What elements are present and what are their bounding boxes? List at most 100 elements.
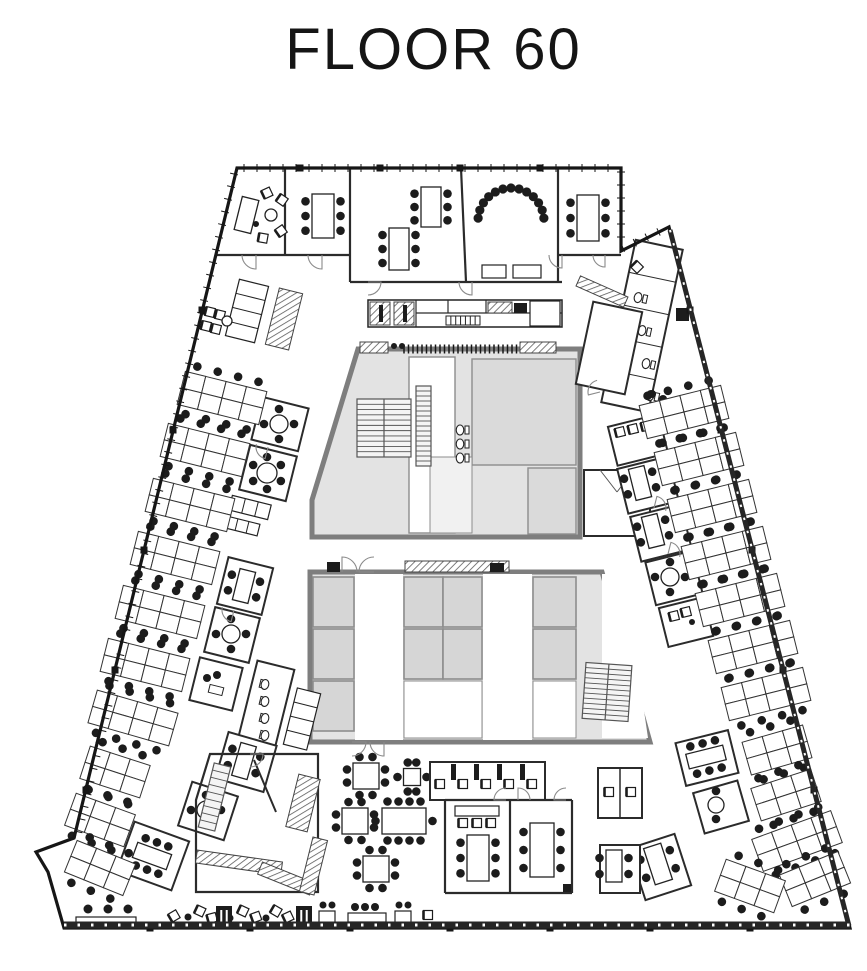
toilet-icon xyxy=(258,678,270,690)
chair-icon xyxy=(280,910,295,924)
door-arc xyxy=(241,254,257,270)
door-arc xyxy=(493,787,507,801)
toilet-icon xyxy=(258,712,270,724)
stool-icon xyxy=(83,904,93,914)
meeting-table xyxy=(223,741,265,781)
cafe-table xyxy=(394,910,412,924)
toilet-icon xyxy=(637,325,653,337)
chair-icon xyxy=(679,605,693,619)
desk-bench xyxy=(129,522,221,594)
credenza xyxy=(512,264,542,279)
cafe-table xyxy=(331,797,379,845)
hatched-counter xyxy=(404,560,510,573)
mech-room xyxy=(527,467,577,535)
desk-bench xyxy=(99,629,191,701)
toilet-icon xyxy=(258,695,270,707)
desk-bench xyxy=(694,564,786,636)
credenza xyxy=(481,264,507,279)
solid-fixture xyxy=(676,308,689,321)
chair-icon xyxy=(667,609,681,623)
stool-icon xyxy=(689,619,695,625)
toilet-icon xyxy=(455,452,470,464)
elevator-cell xyxy=(532,628,577,680)
round-table xyxy=(650,557,690,597)
hatched-counter xyxy=(575,275,629,308)
vestibule xyxy=(532,680,577,739)
hatched-counter xyxy=(264,287,304,351)
meeting-table xyxy=(566,194,610,242)
stairs-icon xyxy=(415,385,432,467)
cafe-table xyxy=(342,752,390,800)
solid-fixture xyxy=(563,884,571,892)
chair-icon xyxy=(625,786,637,798)
hatched-counter xyxy=(285,773,321,833)
solid-fixture xyxy=(403,305,407,322)
round-table xyxy=(707,786,725,824)
stool-icon xyxy=(319,901,327,909)
solid-fixture xyxy=(514,303,527,313)
chair-icon xyxy=(268,904,283,918)
shelving xyxy=(224,278,270,344)
stairs-icon xyxy=(197,762,232,832)
chair-icon xyxy=(603,786,615,798)
chair-icon xyxy=(166,909,181,923)
cafe-table xyxy=(393,758,431,796)
meeting-table xyxy=(371,797,437,845)
chair-icon xyxy=(235,904,250,918)
chair-icon xyxy=(526,778,538,790)
chair-icon xyxy=(503,778,515,790)
meeting-table xyxy=(301,193,345,239)
bench-seat xyxy=(347,912,387,923)
desk-bench xyxy=(63,833,137,903)
door-arc xyxy=(307,254,323,270)
stool-icon xyxy=(395,901,403,909)
stool-icon xyxy=(399,343,405,349)
hatched-counter xyxy=(298,836,329,896)
meeting-table xyxy=(131,833,173,879)
floor-plan-content xyxy=(33,164,853,932)
vestibule xyxy=(429,456,473,534)
cafe-table xyxy=(352,845,400,893)
toilet-icon xyxy=(455,438,470,450)
hatched-counter xyxy=(519,341,557,354)
desk-bench xyxy=(638,376,730,448)
solid-fixture xyxy=(327,562,340,572)
round-table xyxy=(211,614,251,654)
meeting-table xyxy=(632,512,674,550)
elevator-cell xyxy=(403,628,444,680)
chair-icon xyxy=(422,909,434,921)
elevator-cell xyxy=(403,576,444,628)
window-ticks xyxy=(243,164,609,172)
meeting-table xyxy=(223,567,265,605)
chair-icon xyxy=(249,910,263,924)
stool-icon xyxy=(123,904,133,914)
wall xyxy=(459,167,468,283)
stool-icon xyxy=(404,901,412,909)
chair-icon xyxy=(629,259,645,275)
desk-bench xyxy=(713,851,787,921)
round-table xyxy=(248,452,286,494)
phone-room xyxy=(188,656,244,712)
meeting-table xyxy=(456,834,500,882)
stairs-icon xyxy=(356,398,412,458)
chair-icon xyxy=(471,817,483,829)
desk-bench xyxy=(778,844,852,914)
desk-bench xyxy=(159,414,251,486)
toilet-icon xyxy=(641,358,657,370)
elevator-cell xyxy=(312,628,355,680)
chair-icon xyxy=(256,232,269,244)
chair-icon xyxy=(209,322,223,336)
round-table xyxy=(264,208,278,222)
kiosk-icon xyxy=(216,906,232,926)
toilet-icon xyxy=(633,292,649,304)
chair-icon xyxy=(434,778,446,790)
elevator-lobby xyxy=(355,574,403,740)
solid-fixture xyxy=(474,764,479,780)
chair-icon xyxy=(626,422,640,436)
stool-icon xyxy=(203,674,211,682)
door-arc xyxy=(249,753,264,768)
door-arc xyxy=(667,541,681,558)
u-shaped-seating xyxy=(473,183,549,223)
